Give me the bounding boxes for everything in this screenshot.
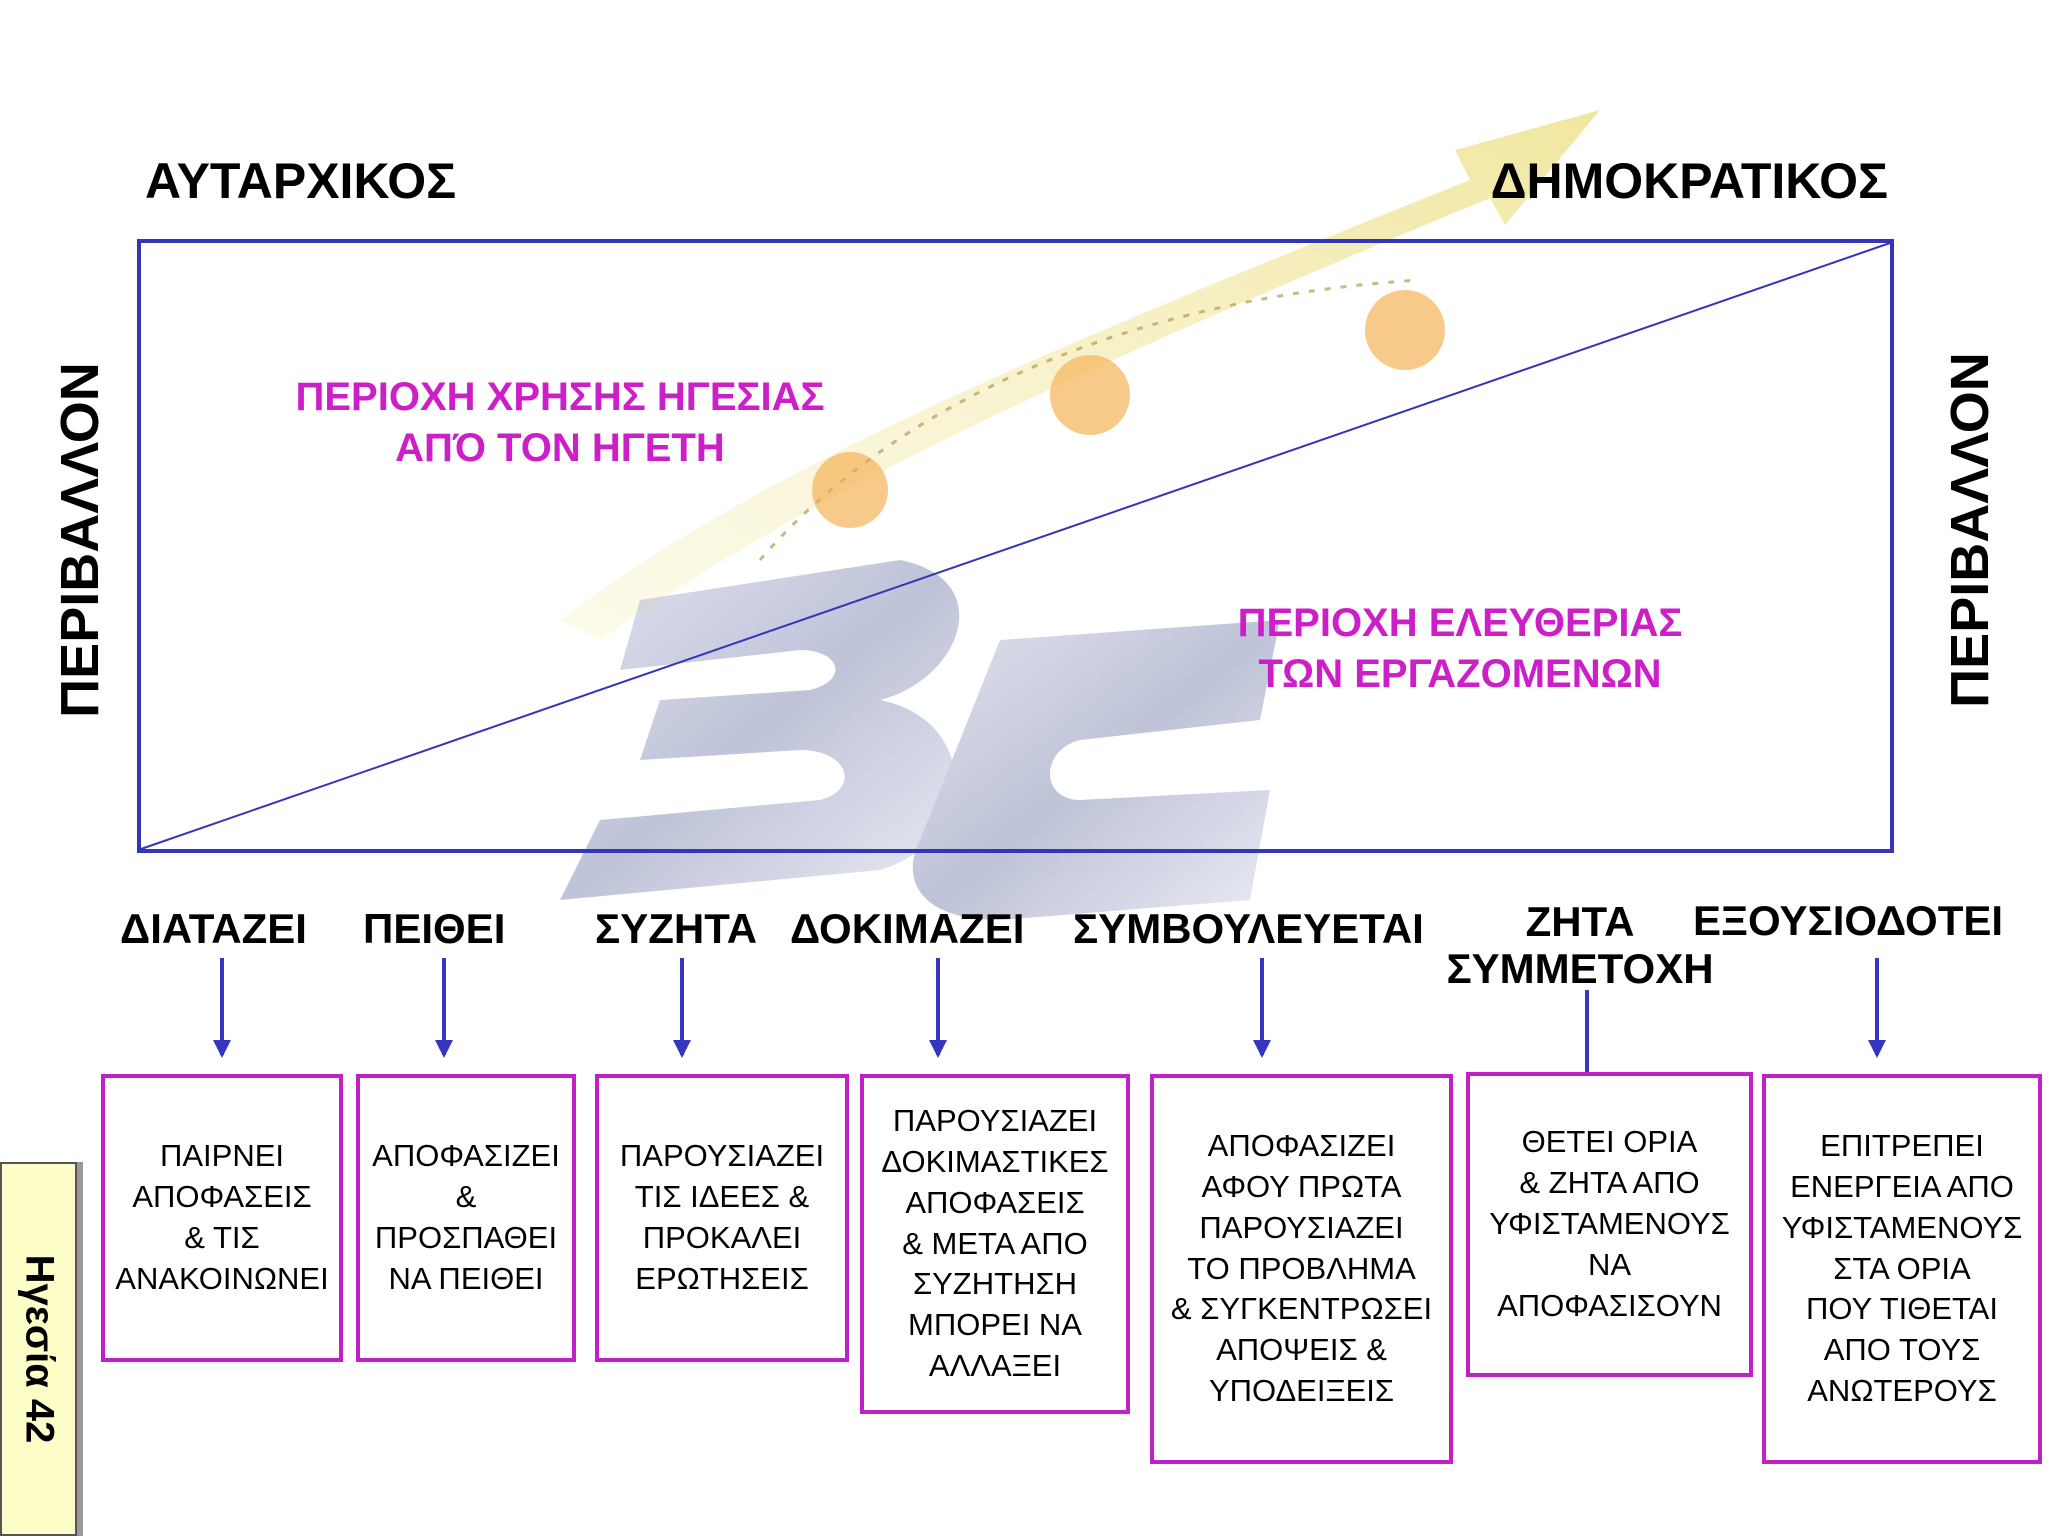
desc-2-line-4: ΝΑ ΠΕΙΘΕΙ	[388, 1260, 544, 1296]
employee-region-line-2: ΤΩΝ ΕΡΓΑΖΟΜΕΝΩΝ	[1258, 652, 1662, 697]
watermark-dots	[758, 278, 1445, 561]
arrow-7-head	[1868, 1040, 1886, 1058]
desc-4-line-3: ΑΠΟΦΑΣΕΙΣ	[905, 1184, 1085, 1220]
verb-consults: ΣΥΜΒΟΥΛΕΥΕΤΑΙ	[1073, 905, 1424, 952]
desc-5-line-7: ΥΠΟΔΕΙΞΕΙΣ	[1208, 1373, 1395, 1409]
desc-3-line-1: ΠΑΡΟΥΣΙΑΖΕΙ	[619, 1138, 825, 1174]
description-box-asks-participation: ΘΕΤΕΙ ΟΡΙΑ & ΖΗΤΑ ΑΠΟ ΥΦΙΣΤΑΜΕΝΟΥΣ ΝΑ ΑΠ…	[1466, 1072, 1753, 1377]
arrow-3-head	[673, 1040, 691, 1058]
description-box-discusses: ΠΑΡΟΥΣΙΑΖΕΙ ΤΙΣ ΙΔΕΕΣ & ΠΡΟΚΑΛΕΙ ΕΡΩΤΗΣΕ…	[595, 1074, 849, 1362]
desc-3-line-4: ΕΡΩΤΗΣΕΙΣ	[635, 1260, 809, 1296]
leader-region-line-2: ΑΠΌ ΤΟΝ ΗΓΕΤΗ	[395, 426, 725, 471]
verb-tests: ΔΟΚΙΜΑΖΕΙ	[790, 905, 1025, 952]
desc-5-line-5: & ΣΥΓΚΕΝΤΡΩΣΕΙ	[1170, 1291, 1433, 1327]
description-box-commands: ΠΑΙΡΝΕΙ ΑΠΟΦΑΣΕΙΣ & ΤΙΣ ΑΝΑΚΟΙΝΩΝΕΙ	[101, 1074, 343, 1362]
desc-5-line-4: ΤΟ ΠΡΟΒΛΗΜΑ	[1187, 1250, 1416, 1286]
verb-discusses: ΣΥΖΗΤΑ	[595, 905, 758, 952]
leader-region-line-1: ΠΕΡΙΟΧΗ ΧΡΗΣΗΣ ΗΓΕΣΙΑΣ	[295, 375, 825, 419]
verb-asks-line-2: ΣΥΜΜΕΤΟΧΗ	[1446, 945, 1714, 993]
slide-label: Ηγεσία 42	[16, 1254, 61, 1444]
desc-7-line-4: ΣΤΑ ΟΡΙΑ	[1833, 1250, 1971, 1286]
description-box-tests: ΠΑΡΟΥΣΙΑΖΕΙ ΔΟΚΙΜΑΣΤΙΚΕΣ ΑΠΟΦΑΣΕΙΣ & ΜΕΤ…	[860, 1074, 1130, 1414]
description-box-delegates: ΕΠΙΤΡΕΠΕΙ ΕΝΕΡΓΕΙΑ ΑΠΟ ΥΦΙΣΤΑΜΕΝΟΥΣ ΣΤΑ …	[1762, 1074, 2042, 1464]
watermark-logo	[560, 560, 1280, 920]
desc-5-line-1: ΑΠΟΦΑΣΙΖΕΙ	[1207, 1127, 1396, 1163]
desc-4-line-1: ΠΑΡΟΥΣΙΑΖΕΙ	[892, 1102, 1098, 1138]
desc-4-line-2: ΔΟΚΙΜΑΣΤΙΚΕΣ	[881, 1143, 1109, 1179]
desc-7-line-1: ΕΠΙΤΡΕΠΕΙ	[1820, 1127, 1984, 1163]
desc-7-line-6: ΑΠΟ ΤΟΥΣ	[1823, 1332, 1981, 1368]
desc-6-line-5: ΑΠΟΦΑΣΙΣΟΥΝ	[1497, 1287, 1722, 1323]
arrow-4-head	[929, 1040, 947, 1058]
desc-6-line-1: ΘΕΤΕΙ ΟΡΙΑ	[1521, 1124, 1698, 1160]
desc-2-line-2: &	[455, 1179, 477, 1215]
desc-1-line-3: & ΤΙΣ	[184, 1220, 260, 1255]
employee-region-label: ΠΕΡΙΟΧΗ ΕΛΕΥΘΕΡΙΑΣ ΤΩΝ ΕΡΓΑΖΟΜΕΝΩΝ	[1130, 598, 1790, 700]
arrow-2-head	[435, 1040, 453, 1058]
desc-4-line-5: ΣΥΖΗΤΗΣΗ	[912, 1266, 1078, 1302]
desc-5-line-2: ΑΦΟΥ ΠΡΩΤΑ	[1201, 1168, 1402, 1204]
desc-5-line-3: ΠΑΡΟΥΣΙΑΖΕΙ	[1199, 1209, 1404, 1245]
frame-border	[137, 239, 1894, 853]
desc-7-line-7: ΑΝΩΤΕΡΟΥΣ	[1807, 1373, 1997, 1409]
desc-7-line-3: ΥΦΙΣΤΑΜΕΝΟΥΣ	[1781, 1209, 2023, 1245]
description-box-consults: ΑΠΟΦΑΣΙΖΕΙ ΑΦΟΥ ΠΡΩΤΑ ΠΑΡΟΥΣΙΑΖΕΙ ΤΟ ΠΡΟ…	[1150, 1074, 1453, 1464]
frame-diagonal	[140, 242, 1891, 850]
desc-3-line-3: ΠΡΟΚΑΛΕΙ	[642, 1220, 802, 1255]
arrow-1-head	[213, 1040, 231, 1058]
desc-5-line-6: ΑΠΟΨΕΙΣ &	[1216, 1332, 1387, 1368]
desc-4-line-7: ΑΛΛΑΞΕΙ	[928, 1348, 1062, 1384]
desc-1-line-2: ΑΠΟΦΑΣΕΙΣ	[132, 1179, 312, 1215]
autocratic-title: ΑΥΤΑΡΧΙΚΟΣ	[145, 153, 457, 209]
democratic-title: ΔΗΜΟΚΡΑΤΙΚΟΣ	[1490, 153, 1888, 209]
leader-region-label: ΠΕΡΙΟΧΗ ΧΡΗΣΗΣ ΗΓΕΣΙΑΣ ΑΠΌ ΤΟΝ ΗΓΕΤΗ	[230, 372, 890, 474]
desc-6-line-3: ΥΦΙΣΤΑΜΕΝΟΥΣ	[1489, 1206, 1730, 1242]
desc-3-line-2: ΤΙΣ ΙΔΕΕΣ &	[634, 1179, 810, 1215]
desc-7-line-2: ΕΝΕΡΓΕΙΑ ΑΠΟ	[1790, 1168, 2014, 1204]
desc-2-line-1: ΑΠΟΦΑΣΙΖΕΙ	[372, 1138, 560, 1174]
slide-label-wrap: Ηγεσία 42	[0, 1255, 226, 1444]
desc-7-line-5: ΠΟΥ ΤΙΘΕΤΑΙ	[1806, 1291, 1998, 1327]
desc-6-line-2: & ΖΗΤΑ ΑΠΟ	[1519, 1165, 1700, 1201]
verb-asks-participation: ΖΗΤΑ ΣΥΜΜΕΤΟΧΗ	[1430, 898, 1730, 992]
desc-2-line-3: ΠΡΟΣΠΑΘΕΙ	[374, 1220, 558, 1255]
verb-commands: ΔΙΑΤΑΖΕΙ	[120, 905, 307, 952]
verb-asks-line-1: ΖΗΤΑ	[1525, 898, 1635, 945]
verb-persuades: ΠΕΙΘΕΙ	[363, 905, 506, 952]
employee-region-line-1: ΠΕΡΙΟΧΗ ΕΛΕΥΘΕΡΙΑΣ	[1237, 601, 1683, 645]
verb-delegates: ΕΞΟΥΣΙΟΔΟΤΕΙ	[1693, 897, 2004, 944]
desc-4-line-4: & ΜΕΤΑ ΑΠΟ	[902, 1225, 1088, 1261]
desc-6-line-4: ΝΑ	[1587, 1246, 1632, 1282]
desc-4-line-6: ΜΠΟΡΕΙ ΝΑ	[908, 1307, 1082, 1343]
arrow-5-head	[1253, 1040, 1271, 1058]
description-box-persuades: ΑΠΟΦΑΣΙΖΕΙ & ΠΡΟΣΠΑΘΕΙ ΝΑ ΠΕΙΘΕΙ	[356, 1074, 576, 1362]
slide-label-tab: Ηγεσία 42	[0, 1162, 77, 1536]
desc-1-line-4: ΑΝΑΚΟΙΝΩΝΕΙ	[115, 1260, 329, 1296]
desc-1-line-1: ΠΑΙΡΝΕΙ	[159, 1138, 285, 1174]
